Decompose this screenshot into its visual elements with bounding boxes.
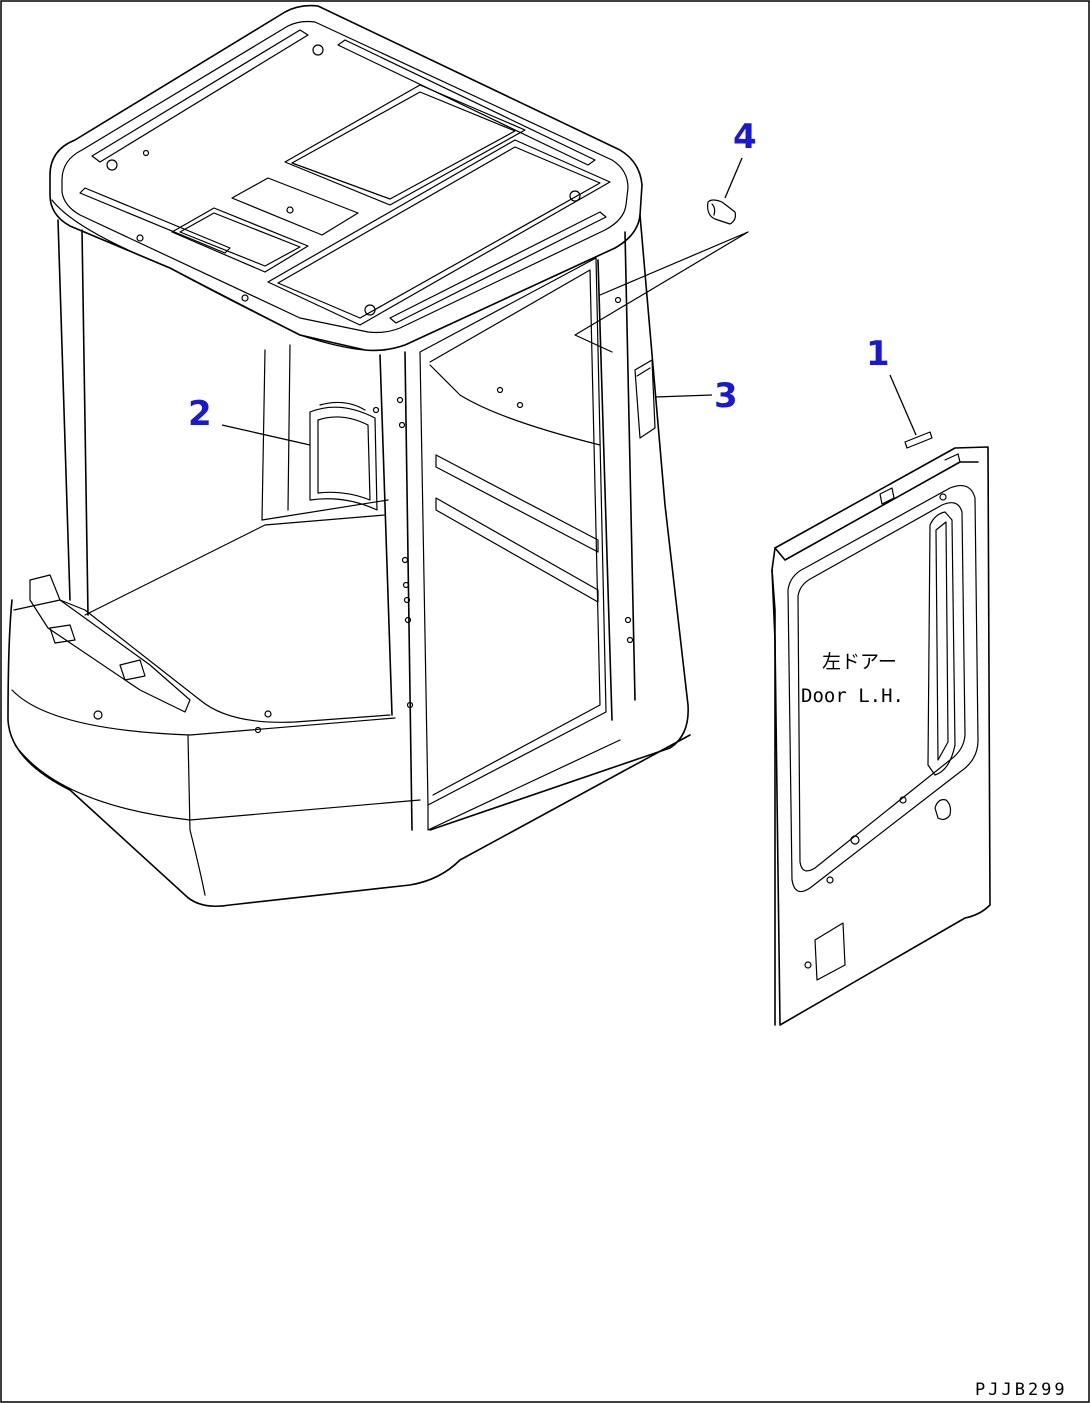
pillar-hole bbox=[406, 701, 414, 709]
lower-body-lower-line bbox=[14, 744, 421, 821]
glass-slot-2 bbox=[435, 497, 599, 603]
pillar-hole bbox=[496, 386, 504, 394]
glass-slot-1 bbox=[435, 454, 599, 553]
roof-panel-1-inner bbox=[179, 212, 301, 267]
part-2-plate-inner bbox=[317, 416, 371, 501]
part-1-label bbox=[904, 431, 933, 449]
part-4-plane bbox=[574, 231, 749, 353]
part-2-plate-top bbox=[319, 401, 366, 411]
pillar-hole bbox=[404, 616, 412, 624]
door-window-slot-inner bbox=[935, 521, 949, 761]
pillar-hole bbox=[516, 401, 524, 409]
door-outline bbox=[771, 446, 991, 1026]
cab-floor bbox=[84, 499, 389, 616]
side-window-opening bbox=[419, 257, 607, 806]
part-4-bolt bbox=[707, 199, 737, 225]
part-3-plate-inner bbox=[636, 367, 651, 377]
roof-panel-3-inner bbox=[291, 91, 516, 200]
roof-hole bbox=[286, 206, 294, 214]
console-left bbox=[29, 574, 191, 713]
leader-4 bbox=[724, 157, 743, 199]
door-hole bbox=[899, 796, 907, 804]
callout-2: 2 bbox=[188, 394, 212, 434]
roof-slot-left bbox=[79, 187, 231, 254]
pillar-hole bbox=[614, 296, 622, 304]
roof-slot-front bbox=[91, 29, 309, 163]
roof-slot-rear bbox=[389, 211, 607, 324]
roof-panel-4 bbox=[267, 139, 611, 326]
console-switch bbox=[49, 624, 146, 681]
roof-hole bbox=[136, 234, 144, 242]
roof-hole bbox=[106, 159, 118, 171]
lower-body-crease bbox=[187, 735, 206, 896]
roof-hole bbox=[312, 44, 324, 56]
door-hinge bbox=[879, 453, 961, 505]
lower-body-edge bbox=[13, 599, 391, 723]
part-4-bolt-head bbox=[711, 203, 716, 216]
roof-hole bbox=[142, 149, 150, 157]
part-2-plate bbox=[309, 406, 378, 511]
cab-body bbox=[7, 4, 749, 908]
door-hole bbox=[850, 835, 860, 845]
pillar-hole bbox=[403, 596, 411, 604]
door-lower-panel bbox=[814, 922, 846, 981]
callout-4: 4 bbox=[733, 117, 757, 157]
body-hole bbox=[264, 710, 272, 718]
roof-slot-right bbox=[337, 39, 596, 166]
front-left-pillar bbox=[57, 219, 89, 616]
body-hole bbox=[93, 710, 103, 720]
window-diagonal bbox=[429, 364, 601, 446]
lower-body bbox=[7, 599, 691, 908]
body-hole bbox=[254, 726, 262, 734]
pillar-hole bbox=[624, 616, 632, 624]
leader-1 bbox=[889, 374, 917, 436]
lower-body-belt bbox=[11, 689, 396, 736]
callout-1: 1 bbox=[866, 334, 890, 374]
door-hole bbox=[804, 961, 812, 969]
drawing-code: PJJB299 bbox=[975, 1380, 1068, 1400]
door-opening-bottom bbox=[427, 739, 621, 831]
roof-hole bbox=[569, 190, 581, 202]
leader-2 bbox=[221, 424, 311, 446]
door-window-outer bbox=[787, 485, 979, 893]
callout-3: 3 bbox=[714, 376, 738, 416]
callout-group: 1 2 3 4 bbox=[188, 117, 917, 446]
pillar-hole bbox=[396, 396, 404, 404]
roof-panel-2 bbox=[231, 177, 359, 236]
roof-inner-lip bbox=[61, 20, 629, 334]
front-rear-pillar bbox=[261, 344, 291, 521]
leader-3 bbox=[654, 394, 713, 398]
part-3-plate bbox=[634, 359, 656, 439]
door-hole bbox=[826, 876, 834, 884]
roof-hole bbox=[364, 304, 376, 316]
door-window-inner bbox=[797, 502, 966, 872]
roof-hole bbox=[241, 294, 249, 302]
door-label-jp: 左ドアー bbox=[822, 651, 897, 673]
pillar-hole bbox=[626, 636, 634, 644]
door-hole bbox=[939, 493, 947, 501]
door-label-en: Door L.H. bbox=[801, 685, 904, 707]
side-window-inner bbox=[429, 269, 601, 796]
right-outer-edge bbox=[429, 214, 689, 831]
rear-left-pillar bbox=[379, 351, 413, 831]
roof-panel-1 bbox=[171, 207, 309, 273]
roof-panel-4-inner bbox=[277, 146, 601, 319]
door-window-slot bbox=[927, 511, 956, 776]
door-lh: 左ドアー Door L.H. bbox=[771, 431, 991, 1026]
door-lock bbox=[934, 799, 952, 821]
pillar-hole bbox=[372, 406, 380, 414]
pillar-hole bbox=[398, 421, 406, 429]
roof-outline bbox=[49, 4, 643, 352]
roof-panel-3 bbox=[284, 84, 526, 206]
rear-right-pillar bbox=[597, 231, 636, 721]
pillar-hole bbox=[401, 556, 409, 564]
pillar-hole bbox=[402, 581, 410, 589]
roof-rim bbox=[51, 199, 616, 351]
